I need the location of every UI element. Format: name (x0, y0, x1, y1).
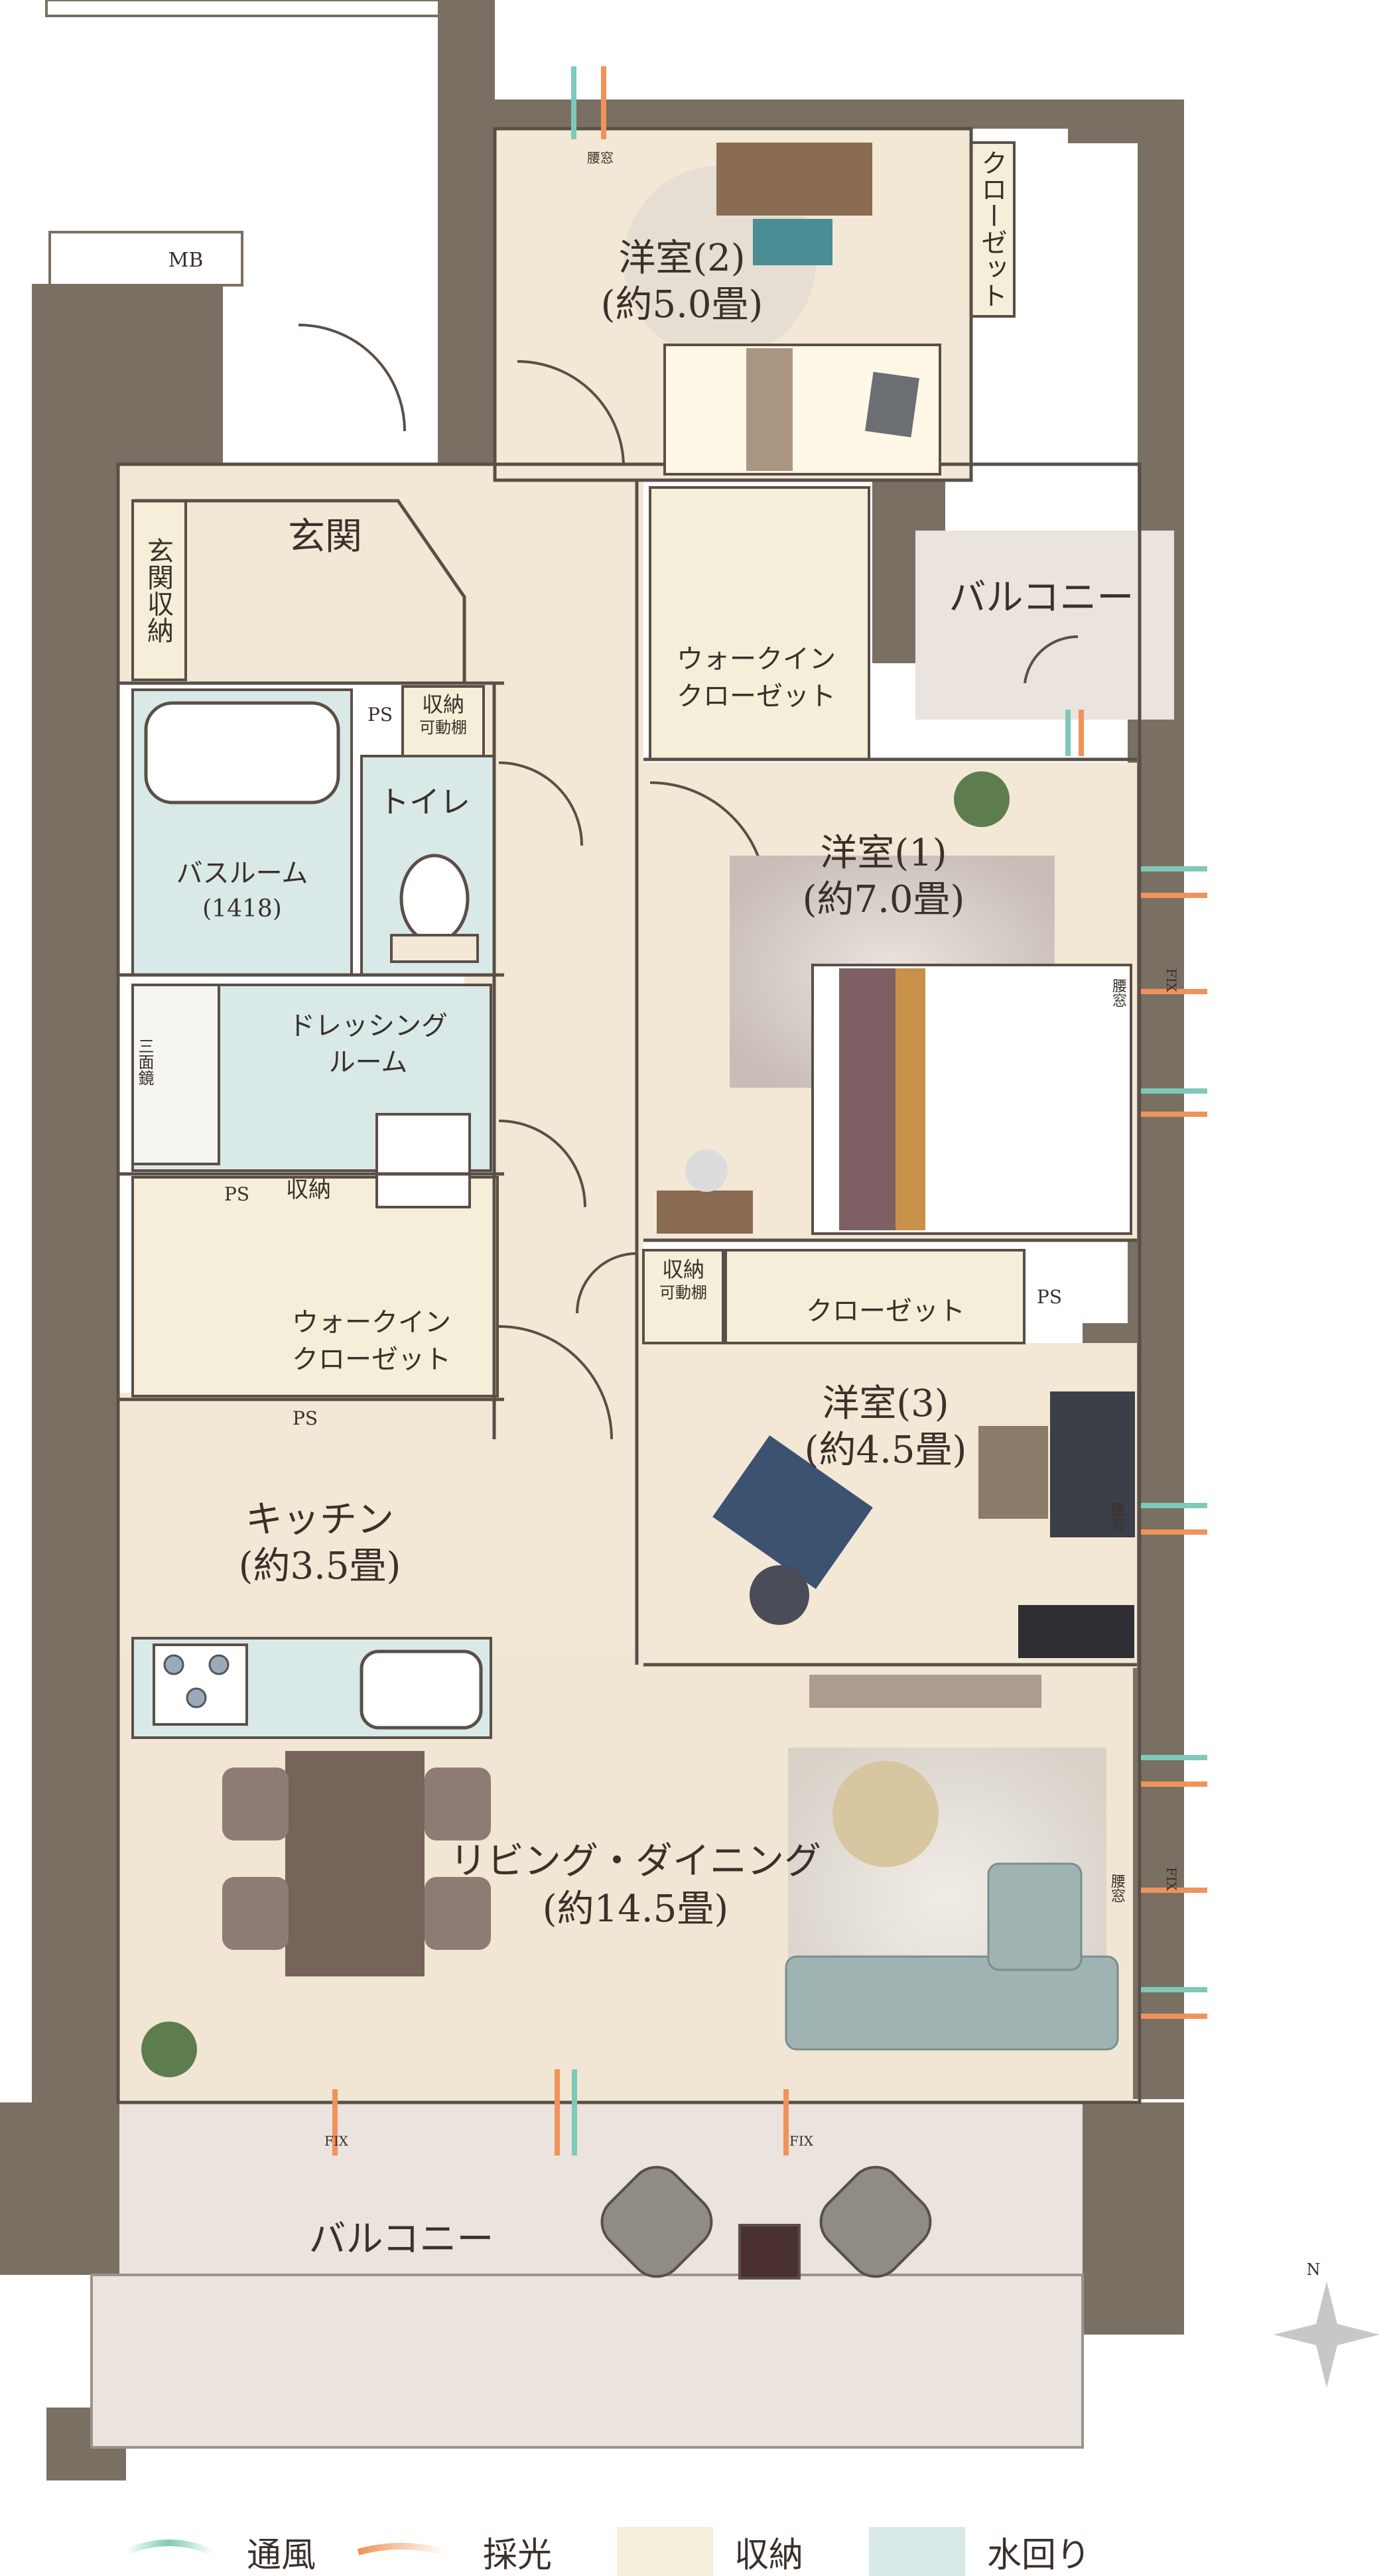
storage-shelf1-line1: 収納 (422, 692, 464, 717)
waist-window-label-2: 腰窓 (1110, 978, 1126, 1007)
bed-western2 (663, 344, 941, 476)
legend-daylight-label: 採光 (483, 2536, 552, 2575)
fix-label-3: FIX (1163, 968, 1179, 993)
kitchen-size: (約3.5畳) (239, 1545, 401, 1588)
chair-western2 (753, 219, 832, 265)
washer-pan (375, 1113, 471, 1208)
storage-shelf2-line1: 収納 (662, 1257, 704, 1282)
side-table (750, 1565, 809, 1625)
ps-label-3: PS (293, 1407, 318, 1429)
bathtub (144, 701, 340, 805)
closet-w3-label: クローゼット (806, 1296, 965, 1326)
wic-upper-line2: クローゼット (677, 681, 836, 712)
interior-walls (116, 127, 1142, 2104)
western2-name: 洋室(2) (618, 237, 745, 280)
fix-label-1: FIX (324, 2133, 349, 2149)
storage-shelf2-line2: 可動棚 (659, 1283, 707, 1302)
compass-north-label: N (1307, 2260, 1321, 2279)
waist-window-label-1: 腰窓 (587, 150, 614, 166)
wic-lower-line1: ウォークイン (292, 1307, 451, 1338)
plant-living (141, 2022, 197, 2077)
western1-name: 洋室(1) (820, 832, 947, 875)
legend-water-label: 水回り (987, 2536, 1091, 2575)
western3-size: (約4.5畳) (805, 1429, 967, 1472)
balcony-furniture (600, 2165, 932, 2280)
airflow-markers (332, 66, 1207, 2156)
vanity (131, 984, 220, 1165)
dining-set (222, 1751, 491, 1976)
tv-board (809, 1675, 1041, 1708)
fix-label-2: FIX (789, 2133, 814, 2149)
bathroom-label: バスルーム (176, 858, 308, 889)
western3-name: 洋室(3) (822, 1382, 949, 1425)
entrance-label: 玄関 (288, 515, 362, 558)
bookshelf (1018, 1605, 1134, 1658)
balcony-main-label: バルコニー (309, 2218, 494, 2261)
mirror-label: 三面鏡 (135, 1038, 154, 1086)
lamp (685, 1149, 728, 1192)
storage-shelf1-line2: 可動棚 (419, 718, 467, 737)
balcony-small-label: バルコニー (949, 576, 1134, 619)
desk-western2 (716, 143, 872, 216)
chair-western3 (978, 1426, 1048, 1519)
plant-western1 (954, 771, 1010, 827)
legend-swatches (125, 2527, 965, 2576)
entrance-storage-label: 玄関収納 (143, 537, 173, 643)
waist-window-label-4: 腰窓 (1108, 1874, 1125, 1903)
dressing-line2: ルーム (329, 1047, 408, 1078)
kitchen-stove (153, 1643, 248, 1726)
bed-western1 (811, 964, 1132, 1235)
closet-w2-label: クローゼット (976, 149, 1007, 308)
desk-western3 (1050, 1391, 1135, 1537)
fix-label-4: FIX (1163, 1867, 1179, 1892)
kitchen-name: キッチン (245, 1498, 394, 1541)
storage-areas (131, 141, 1026, 1397)
western2-size: (約5.0畳) (601, 283, 763, 326)
coffee-table (832, 1761, 939, 1867)
toilet-label: トイレ (379, 784, 470, 820)
bathroom-size: (1418) (202, 895, 282, 923)
legend-ventilation-label: 通風 (247, 2536, 316, 2575)
ps-label-1: PS (367, 704, 393, 726)
lounge-chair (712, 1435, 873, 1589)
mb-label: MB (168, 249, 204, 272)
kitchen-sink (360, 1649, 483, 1730)
legend-storage-label: 収納 (734, 2536, 803, 2575)
living-name: リビング・ダイニング (450, 1840, 821, 1883)
ps-label-2: PS (224, 1183, 249, 1205)
living-size: (約14.5畳) (543, 1888, 728, 1931)
compass-rose (1274, 2282, 1380, 2388)
waist-window-label-3: 腰窓 (1108, 1502, 1125, 1531)
sofa (785, 1862, 1119, 2051)
nightstand (657, 1191, 753, 1234)
storage-dressing-label: 収納 (286, 1177, 331, 1203)
wic-upper-line1: ウォークイン (677, 644, 836, 675)
dressing-line1: ドレッシング (289, 1011, 448, 1041)
wic-lower-line2: クローゼット (292, 1344, 451, 1375)
western1-size: (約7.0畳) (803, 878, 965, 921)
toilet-fixture (390, 854, 479, 963)
ps-label-4: PS (1037, 1286, 1062, 1308)
